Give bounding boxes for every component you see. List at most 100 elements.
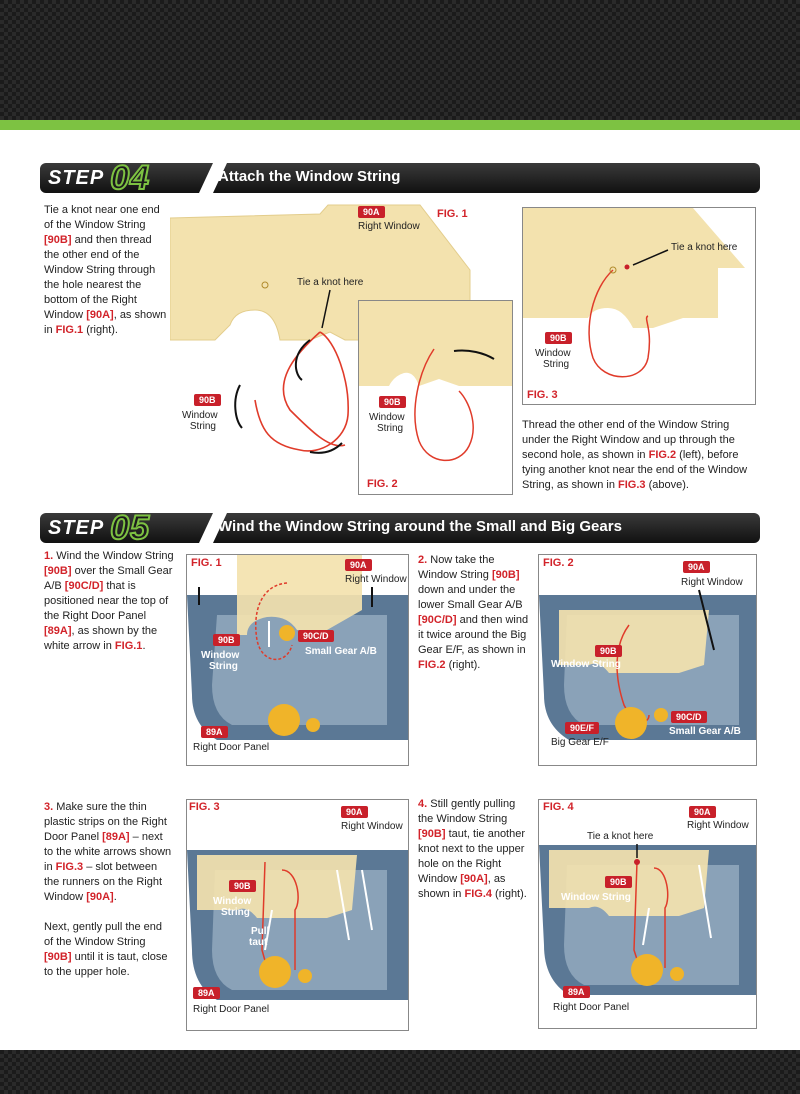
label-right-window: Right Window [358, 221, 420, 232]
label-tie-knot: Tie a knot here [297, 277, 364, 288]
tag-90b: 90B [229, 880, 256, 892]
text-run: (above). [645, 479, 689, 491]
text-run: and then thread the other end of the Win… [44, 234, 156, 321]
fig-ref: FIG.2 [648, 449, 677, 461]
window-string-loop [254, 331, 349, 452]
text-run: Next, gently pull the end of the Window … [44, 921, 163, 948]
big-gear [259, 956, 291, 988]
arrow [642, 907, 650, 946]
arrow [264, 909, 273, 951]
label-tie-knot: Tie a knot here [587, 831, 654, 842]
label-string: String [209, 661, 238, 672]
text-run: Make sure the thin plastic strips on the… [44, 801, 167, 843]
step4-fig2-illustration [359, 301, 512, 462]
door-panel-inner [212, 615, 387, 725]
fig-label: FIG. 1 [191, 557, 222, 569]
part-ref: [90C/D] [418, 614, 457, 626]
text-run: that is positioned near the top of the R… [44, 580, 169, 622]
label-window: Window [213, 896, 252, 907]
fig-label: FIG. 3 [527, 389, 558, 401]
label-pull: Pull [251, 926, 270, 937]
step4-fig3: Tie a knot here 90B Window String FIG. 3 [522, 207, 756, 405]
tag-90cd: 90C/D [671, 711, 707, 723]
step-number-ref: 2. [418, 554, 428, 566]
step5-fig1-illustration [187, 555, 408, 740]
part-ref: [89A] [102, 831, 130, 843]
label-tie-knot: Tie a knot here [671, 242, 738, 253]
label-right-window: Right Window [345, 574, 407, 585]
step-badge: STEP 04 [48, 158, 228, 198]
window-string [588, 269, 651, 378]
right-window-shape [197, 855, 357, 918]
arrow [234, 384, 243, 429]
tag-90b: 90B [605, 876, 632, 888]
step-title: Wind the Window String around the Small … [218, 518, 622, 535]
text-run: , as shown in [418, 873, 506, 900]
text-run: (right). [492, 888, 527, 900]
step-word: STEP [48, 516, 105, 539]
text-run: Still gently pulling the Window String [418, 798, 516, 825]
step-badge: STEP 05 [48, 508, 228, 548]
fig-ref: FIG.3 [618, 479, 646, 491]
label-window: Window [535, 348, 571, 359]
text-run: and then wind it twice around the Big Ge… [418, 614, 529, 656]
part-ref: [90B] [44, 951, 72, 963]
arrow [453, 349, 495, 360]
right-window-shape [359, 301, 512, 386]
window-string [414, 348, 474, 462]
step5-fig2-illustration [539, 589, 756, 740]
part-ref: [89A] [44, 625, 72, 637]
big-gear [631, 954, 663, 986]
part-ref: [90B] [44, 234, 72, 246]
step5-fig4-illustration [539, 844, 756, 995]
tag-89a: 89A [563, 986, 590, 998]
right-window-shape [559, 610, 709, 673]
text-run: (left), before tying another knot near t… [522, 449, 748, 491]
tag-90a: 90A [689, 806, 716, 818]
label-right-door-panel: Right Door Panel [193, 1004, 270, 1015]
step-number-ref: 1. [44, 550, 54, 562]
label-small-gear: Small Gear A/B [669, 726, 741, 737]
tag-90a: 90A [358, 206, 385, 218]
part-ref: [90B] [44, 565, 72, 577]
step4-fig3-illustration [523, 208, 745, 378]
footer-carbon-band [0, 1050, 800, 1094]
tag-90b: 90B [194, 394, 221, 406]
small-gear [306, 718, 320, 732]
arrow [698, 589, 715, 651]
tag-90ef: 90E/F [565, 722, 600, 734]
arrow [361, 869, 373, 931]
small-gear [670, 967, 684, 981]
tag-89a: 89A [193, 987, 220, 999]
fig-label: FIG. 2 [543, 557, 574, 569]
part-ref: [90B] [418, 828, 446, 840]
small-gear [654, 708, 668, 722]
part-ref: [90A] [86, 309, 114, 321]
text-run: until it is taut, close to the upper hol… [44, 951, 168, 978]
text-run: Tie a knot near one end of the Window St… [44, 204, 160, 231]
label-string: String [543, 359, 570, 370]
label-string: String [377, 423, 404, 434]
step5-fig4: FIG. 4 90A Right Window Tie a knot here … [538, 799, 757, 1029]
step5-fig3: FIG. 3 90A Right Window 90B Window Strin… [186, 799, 409, 1031]
step4-outro-text: Thread the other end of the Window Strin… [522, 418, 754, 493]
step-bar-background [40, 163, 760, 193]
tag-90b: 90B [379, 396, 406, 408]
tag-89a: 89A [201, 726, 228, 738]
fig-ref: FIG.3 [55, 861, 84, 873]
text-run: . [142, 640, 146, 652]
label-right-window: Right Window [687, 820, 749, 831]
step4-fig2: 90B Window String FIG. 2 [358, 300, 513, 495]
right-window-shape [237, 555, 362, 635]
step5-text-3: 3. Make sure the thin plastic strips on … [44, 800, 174, 980]
tag-90cd: 90C/D [298, 630, 334, 642]
label-window: Window [201, 650, 240, 661]
label-window-string: Window String [561, 892, 631, 903]
text-run: Wind the Window String [53, 550, 174, 562]
text-run: – next to the white arrows shown in [44, 831, 172, 873]
label-right-door-panel: Right Door Panel [553, 1002, 630, 1013]
fig-ref: FIG.4 [464, 888, 492, 900]
label-big-gear: Big Gear E/F [551, 737, 609, 748]
fig-label: FIG. 4 [543, 801, 574, 813]
text-run: down and under the lower Small Gear A/B [418, 584, 523, 611]
